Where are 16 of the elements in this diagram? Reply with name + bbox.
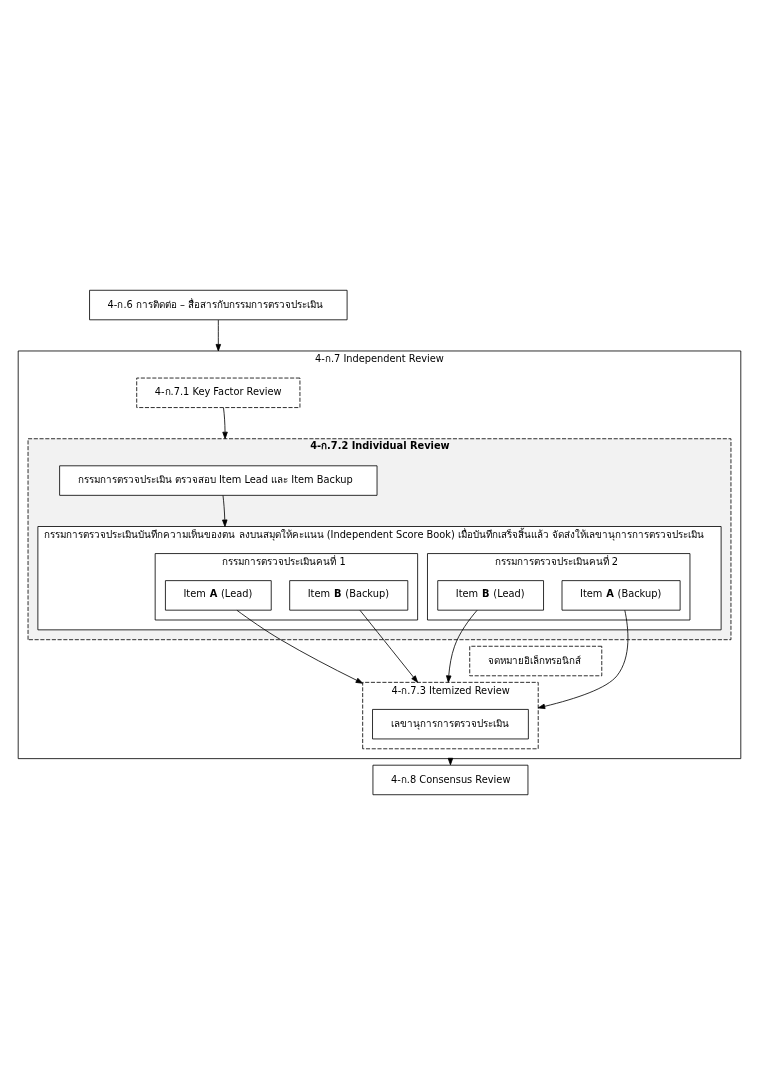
node-box: Item B (Backup) bbox=[289, 579, 409, 611]
node-box: จดหมายอิเล็กทรอนิกส์ bbox=[469, 645, 603, 676]
arrow bbox=[222, 406, 228, 439]
node-box: 4-ก.6 การติดต่อ – สื่อสารกับกรรมการตรวจประเมิน bbox=[89, 289, 348, 320]
node-box: กรรมการตรวจประเมิน ตรวจสอบ Item Lead และ Item Backup bbox=[59, 464, 378, 496]
node-box: Item A (Backup) bbox=[561, 579, 681, 611]
arrow bbox=[537, 609, 629, 709]
node-box: 4-ก.7.1 Key Factor Review bbox=[136, 377, 301, 408]
node-box: Item A (Lead) bbox=[165, 579, 272, 611]
node-box: 4-ก.8 Consensus Review bbox=[372, 764, 529, 795]
arrow bbox=[446, 609, 478, 683]
node-box: เลขานุการการตรวจประเมิน bbox=[372, 708, 529, 739]
arrow bbox=[215, 319, 222, 351]
node-box: Item B (Lead) bbox=[437, 579, 544, 611]
arrow bbox=[222, 494, 228, 527]
arrow bbox=[359, 609, 419, 683]
